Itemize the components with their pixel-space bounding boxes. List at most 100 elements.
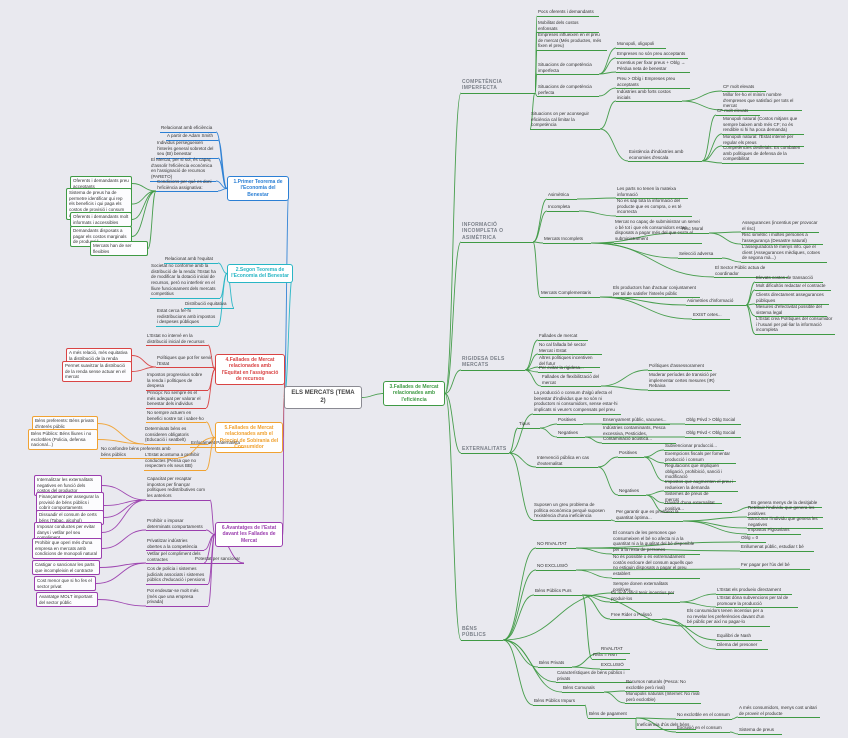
mindmap-node-l6f[interactable]: Cos de policia i sistemes judicials asso… bbox=[146, 566, 208, 585]
mindmap-node-e3[interactable]: Intervenció pública en cas d'externalita… bbox=[536, 455, 598, 469]
mindmap-node-l6d[interactable]: Vetllar pel compliment dels contractes bbox=[146, 551, 204, 565]
mindmap-node-b3b1[interactable]: Assegurances (incentius per provocar el … bbox=[741, 220, 819, 234]
mindmap-node-l2b[interactable]: Societat no conforme amb la distribució … bbox=[150, 263, 220, 299]
mindmap-node-l1e3[interactable]: Oferents i demandants molt informats i a… bbox=[70, 212, 132, 228]
mindmap-node-p2[interactable]: NO EXCLUSIÓ bbox=[536, 563, 576, 571]
mindmap-node-p8[interactable]: Béns Públics Impurs bbox=[533, 698, 585, 706]
mindmap-node-l4a[interactable]: L'Estat no intervé en la distribució ini… bbox=[146, 333, 208, 347]
mindmap-node-a4b[interactable]: Empreses no són preu acceptants bbox=[616, 51, 688, 59]
mindmap-node-p5a[interactable]: RIVALITAT bbox=[600, 646, 630, 654]
mindmap-node-r5[interactable]: Fallades de flexibilització del mercat bbox=[541, 374, 601, 388]
mindmap-node-p7[interactable]: Béns Comunals bbox=[562, 685, 604, 693]
mindmap-node-l6d2[interactable]: Cost menor que si ho fes el sector priva… bbox=[34, 576, 96, 592]
mindmap-node-r4[interactable]: Per evitar la rigidesa... bbox=[538, 365, 592, 373]
mindmap-node-p8a1[interactable]: Ineficiència d'ús dels béns bbox=[636, 722, 696, 730]
mindmap-node-p8a2[interactable]: No excloïble en el consum bbox=[676, 712, 732, 720]
mindmap-node-p8a[interactable]: Béns de pagament bbox=[588, 711, 636, 719]
mindmap-node-b4b3[interactable]: Clients directament assegurances públiqu… bbox=[755, 292, 829, 306]
mindmap-node-r2[interactable]: No cal fallada bé sector Mercat i Estat bbox=[538, 342, 602, 356]
mindmap-node-p4c[interactable]: Free Rider o Polissó bbox=[610, 612, 662, 620]
mindmap-node-l4b[interactable]: Polítiques que pot fer servir l'Estat bbox=[156, 355, 214, 369]
mindmap-node-cat2[interactable]: INFORMACIÓ INCOMPLETA O ASIMÈTRICA bbox=[461, 222, 533, 243]
mindmap-node-e3b3a[interactable]: Es genera menys de la desitjable bbox=[750, 500, 822, 508]
mindmap-node-l6g[interactable]: Pot endeutar-se molt més (més que una em… bbox=[146, 588, 208, 607]
mindmap-node-b1a[interactable]: Les parts no tenen la mateixa informació bbox=[616, 186, 688, 200]
mindmap-node-eff[interactable]: 3.Fallades de Mercat relacionades amb l'… bbox=[383, 381, 445, 406]
mindmap-node-b4c[interactable]: EXIST cetes... bbox=[692, 312, 730, 320]
mindmap-node-r1[interactable]: Fallades de mercat bbox=[538, 333, 588, 341]
mindmap-node-p7a[interactable]: Recursos naturals (Pesca: No excloïble p… bbox=[625, 679, 699, 693]
mindmap-node-r3[interactable]: Altres polítiques incentiven del futur bbox=[538, 355, 600, 369]
mindmap-node-a4a[interactable]: Monopoli, oligopoli bbox=[616, 41, 666, 49]
mindmap-node-e3b1[interactable]: Impostos que augmenten el preu i redueix… bbox=[664, 479, 738, 493]
mindmap-node-p5[interactable]: Béns Privats bbox=[538, 660, 572, 668]
mindmap-node-a6b[interactable]: Existència d'indústries amb economies d'… bbox=[628, 149, 702, 163]
mindmap-node-cat5[interactable]: BÉNS PÚBLICS bbox=[461, 626, 503, 641]
mindmap-node-p7b[interactable]: Monopolis naturals (Internet: No rival p… bbox=[625, 691, 701, 705]
mindmap-node-l1c[interactable]: Individus persegueixen l'interès general… bbox=[156, 140, 218, 159]
mindmap-node-p8a2a[interactable]: A més consumidors, menys cost unitari de… bbox=[738, 705, 820, 719]
mindmap-node-l6b[interactable]: Prohibir o imposar determinats comportam… bbox=[146, 518, 206, 532]
mindmap-node-l4b2[interactable]: Permet suavitzar la distribució de la re… bbox=[62, 361, 132, 382]
mindmap-node-r5b[interactable]: Moderar períodes de transició per implem… bbox=[648, 372, 730, 391]
mindmap-node-e2b2[interactable]: Oblg Privd < Oblg Social bbox=[685, 430, 741, 438]
mindmap-node-e4a[interactable]: Per garantir que es produeixi la quantit… bbox=[615, 509, 683, 523]
mindmap-node-l1d[interactable]: El Mercat, per si sol, és capaç d'assoli… bbox=[150, 157, 216, 182]
mindmap-node-a5a[interactable]: Preu > Oblg i Empreses preu acceptants bbox=[616, 76, 690, 90]
mindmap-node-e3b[interactable]: Negatives bbox=[618, 488, 646, 496]
mindmap-node-b3[interactable]: Mercats Incomplets bbox=[543, 236, 591, 244]
mindmap-node-a2[interactable]: Mobilitat dels costos enfonsats bbox=[537, 20, 599, 34]
mindmap-node-a4[interactable]: Situacions de competència imperfecta bbox=[537, 62, 599, 76]
mindmap-node-l1b[interactable]: A partir de Adam Smith bbox=[166, 133, 218, 141]
mindmap-node-e2b1[interactable]: Indústries contaminants, Pesca excessiva… bbox=[602, 425, 676, 444]
mindmap-node-e2b[interactable]: Negatives bbox=[557, 430, 585, 438]
mindmap-node-p4a2[interactable]: L'Estat dóna subvencions per tal de prom… bbox=[716, 595, 798, 609]
mindmap-node-p4a[interactable]: És molt difícil tenir incentius per prod… bbox=[610, 590, 680, 604]
mindmap-node-b2[interactable]: Incompleta bbox=[547, 204, 579, 212]
mindmap-node-p1[interactable]: NO RIVALITAT bbox=[536, 541, 576, 549]
mindmap-node-l2d[interactable]: Estat cerca fer-hi redistribucions amb i… bbox=[156, 308, 218, 327]
mindmap-node-e2a1[interactable]: Ensenyament públic, vacunes... bbox=[602, 417, 670, 425]
mindmap-node-p4[interactable]: Béns Públics Purs bbox=[534, 588, 582, 596]
mindmap-node-b3d[interactable]: El Sector Públic actua de coordinador bbox=[714, 265, 788, 279]
mindmap-node-l6a4[interactable]: Imposar conductes per evitar danys i vet… bbox=[34, 522, 102, 543]
mindmap-node-l4d[interactable]: Principi: No sempre és el més adequat pe… bbox=[146, 390, 206, 409]
mindmap-node-l1f[interactable]: Mercats han de ser flexibles bbox=[90, 241, 148, 257]
mindmap-node-p8a3a[interactable]: Sistema de preus bbox=[738, 727, 782, 735]
mindmap-node-a6b2[interactable]: Monopoli natural (Costos mitjans que sem… bbox=[722, 116, 804, 135]
mindmap-node-l5b[interactable]: Determinats béns es consideren obligator… bbox=[144, 426, 208, 445]
mindmap-node-a3[interactable]: Empreses influeixen en el preu de mercat… bbox=[537, 32, 607, 51]
mindmap-node-l5c[interactable]: No confondre béns preferents amb béns pú… bbox=[100, 446, 178, 460]
mindmap-node-cat4[interactable]: EXTERNALITATS bbox=[461, 446, 509, 455]
mindmap-node-L2[interactable]: 2.Segon Teorema de l'Economia del Benest… bbox=[227, 264, 293, 283]
mindmap-node-l6g1[interactable]: Avantatge MOLT important del sector públ… bbox=[36, 592, 98, 608]
mindmap-node-b4a[interactable]: Els productors han d'actuar conjuntament… bbox=[612, 285, 700, 299]
mindmap-node-a5[interactable]: Situacions de competència perfecta bbox=[537, 84, 599, 98]
mindmap-node-l5e[interactable]: L'Estat acostuma a prohibir conductes (P… bbox=[144, 452, 206, 471]
mindmap-node-l5d[interactable]: Enfocament Paternalista bbox=[190, 440, 244, 448]
mindmap-node-p8a3[interactable]: Exclusió en el consum bbox=[676, 725, 730, 733]
mindmap-node-b1[interactable]: Asimètrica bbox=[547, 192, 577, 200]
mindmap-node-a6b1[interactable]: CF molt elevats bbox=[716, 108, 760, 116]
mindmap-node-p5b[interactable]: EXCLUSIÓ bbox=[600, 662, 630, 670]
mindmap-node-root[interactable]: ELS MERCATS (TEMA 2) bbox=[284, 386, 362, 409]
mindmap-node-e3a3[interactable]: Regulacions que impliquen obligació, pro… bbox=[664, 463, 736, 482]
mindmap-node-a4c[interactable]: Incentius per fixar preus + Oblg → Pèrdu… bbox=[616, 60, 690, 74]
mindmap-node-e3a[interactable]: Positives bbox=[618, 450, 644, 458]
mindmap-node-b4b2[interactable]: Molt dificultós redactar el contracte bbox=[755, 283, 831, 291]
mindmap-node-p4a1[interactable]: L'Estat els produeix directament bbox=[716, 587, 792, 595]
mindmap-node-l6c[interactable]: Privatitzar indústries obertes a la comp… bbox=[146, 538, 204, 552]
mindmap-node-p4d[interactable]: RMS = RMT bbox=[592, 652, 626, 660]
mindmap-node-b2a[interactable]: No es sap tota la informació del product… bbox=[616, 198, 692, 217]
mindmap-node-l2c[interactable]: Distribució equitativa bbox=[184, 301, 234, 309]
mindmap-node-e4a1[interactable]: Retribuir l'individu que genera les posi… bbox=[747, 505, 823, 519]
mindmap-node-a6a1[interactable]: CF molt elevats bbox=[722, 84, 766, 92]
mindmap-node-b3c1[interactable]: L'asseguradora té menys info. que el cli… bbox=[741, 244, 827, 263]
mindmap-node-p4b[interactable]: Els consumidors tenen incentius per a no… bbox=[686, 608, 770, 627]
mindmap-node-l5b2[interactable]: Béns Públics: Béns lliures i no excloïbl… bbox=[28, 429, 98, 450]
mindmap-node-a6a[interactable]: Indústries amb forts costos inicials bbox=[616, 89, 682, 103]
mindmap-node-p3[interactable]: Sempre donen externalitats positives bbox=[612, 581, 674, 595]
mindmap-node-p1a[interactable]: El consum de les persones que consumeixe… bbox=[612, 530, 700, 555]
mindmap-node-p1b[interactable]: Oblg = 0 bbox=[740, 535, 766, 543]
mindmap-node-p1c[interactable]: Enllumenat públic, estudiar t bé bbox=[740, 544, 814, 552]
